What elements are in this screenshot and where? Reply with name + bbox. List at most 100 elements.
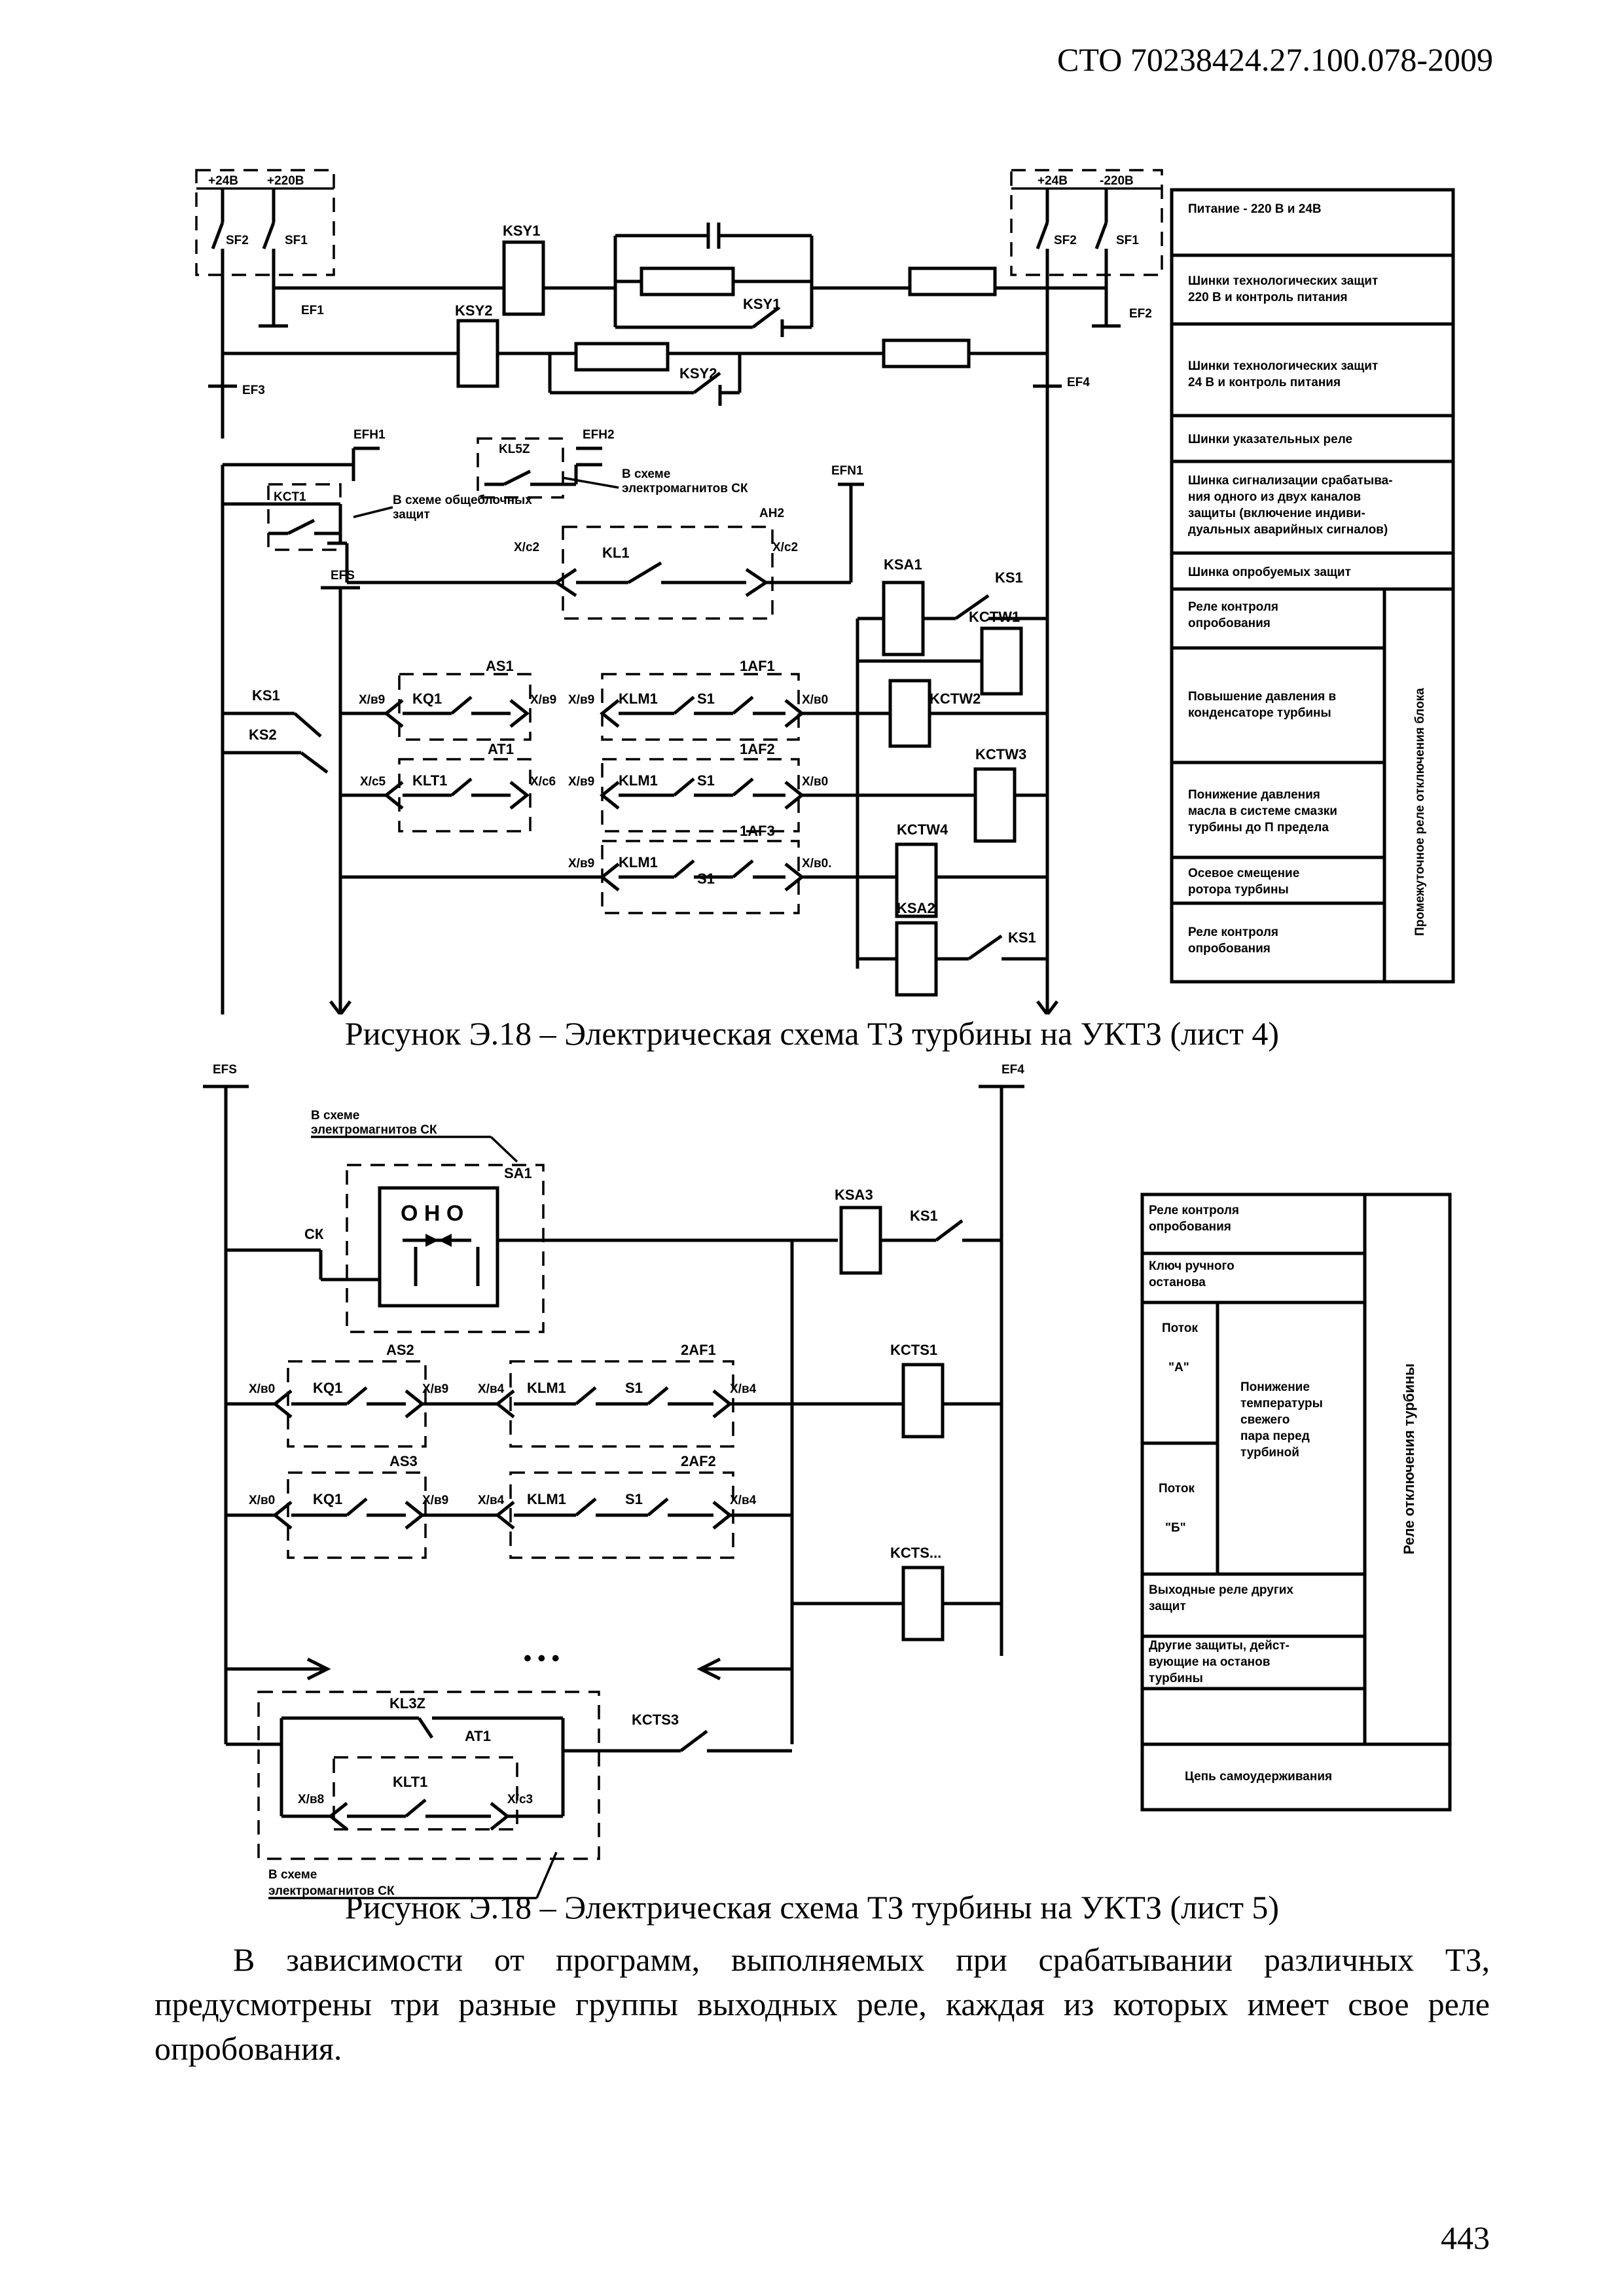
schematic-label: 1AF2 <box>740 741 775 757</box>
schematic-label: EFS <box>213 1063 237 1077</box>
schematic-sheet-4: +24В +220В SF2 SF1 EF1 +24В -220В SF2 SF… <box>195 169 1455 1014</box>
schematic-label: SF1 <box>285 234 308 247</box>
schematic-label: X/c5 <box>360 775 386 789</box>
schematic-label: +220В <box>267 174 304 188</box>
schematic-label: KSA3 <box>835 1187 873 1203</box>
schematic-label: X/в4 <box>478 1382 505 1396</box>
schematic-label: X/c2 <box>514 541 539 554</box>
schematic-label: 1AF3 <box>740 823 775 839</box>
schematic-label: KCTW1 <box>969 609 1020 625</box>
schematic-label: защит <box>1149 1600 1186 1613</box>
schematic-label: KSY1 <box>503 223 540 239</box>
schematic-label: Промежуточное реле отключения блока <box>1413 688 1427 936</box>
schematic-label: 24 В и контроль питания <box>1188 376 1341 389</box>
schematic-label: 1AF1 <box>740 658 775 674</box>
schematic-label: EF4 <box>1001 1063 1024 1077</box>
schematic-label: KLM1 <box>527 1491 566 1507</box>
schematic-label: останова <box>1149 1276 1206 1289</box>
schematic-label: AT1 <box>488 741 514 757</box>
schematic-label: X/c2 <box>772 541 798 554</box>
schematic-label: Ключ ручного <box>1149 1259 1235 1273</box>
schematic-label: KSY2 <box>455 302 492 319</box>
schematic-label: S1 <box>625 1491 643 1507</box>
schematic-label: KLM1 <box>619 691 658 707</box>
schematic-label: KS1 <box>1008 929 1036 946</box>
schematic-label: температуры <box>1240 1397 1323 1410</box>
schematic-label: KLM1 <box>619 772 658 789</box>
schematic-label: KQ1 <box>313 1380 342 1396</box>
schematic-label: опробования <box>1188 617 1271 630</box>
schematic-label: Другие защиты, дейст- <box>1149 1639 1290 1653</box>
schematic-label: X/в4 <box>730 1494 757 1507</box>
schematic-label: X/в9 <box>530 693 556 707</box>
schematic-label: турбины <box>1149 1672 1203 1685</box>
schematic-label: Понижение <box>1240 1380 1310 1394</box>
schematic-label: KQ1 <box>412 691 442 707</box>
schematic-label: KL3Z <box>389 1695 425 1712</box>
schematic-label: Питание - 220 В и 24В <box>1188 202 1322 216</box>
schematic-label: X/в0 <box>249 1494 275 1507</box>
schematic-label: турбиной <box>1240 1446 1299 1460</box>
schematic-label: S1 <box>625 1380 643 1396</box>
schematic-label: Поток <box>1159 1482 1195 1496</box>
schematic-label: SF2 <box>1054 234 1077 247</box>
schematic-label: SA1 <box>504 1165 532 1181</box>
schematic-label: Шинка опробуемых защит <box>1188 565 1351 579</box>
schematic-label: Реле контроля <box>1188 925 1278 939</box>
schematic-label: X/в9 <box>359 693 385 707</box>
schematic-label: Реле контроля <box>1188 600 1278 614</box>
schematic-label: SF2 <box>226 234 249 247</box>
schematic-label: Реле отключения турбины <box>1401 1363 1417 1554</box>
schematic-label: KCTS1 <box>890 1342 937 1358</box>
figure-caption-sheet-4: Рисунок Э.18 – Электрическая схема ТЗ ту… <box>344 1015 1280 1052</box>
schematic-label: Поток <box>1162 1321 1198 1335</box>
schematic-label: EF2 <box>1129 307 1152 321</box>
schematic-label: AH2 <box>759 507 784 520</box>
schematic-sheet-5: EFS EF4 В схеме электромагнитов СК SA1 О… <box>203 1063 1452 1899</box>
schematic-label: В схеме <box>268 1868 317 1882</box>
schematic-label: SF1 <box>1116 234 1139 247</box>
schematic-label: X/в9 <box>422 1382 448 1396</box>
schematic-label: Шинка сигнализации срабатыва- <box>1188 474 1393 488</box>
schematic-label: AS1 <box>486 658 514 674</box>
schematic-label: пара перед <box>1240 1429 1310 1443</box>
schematic-label: KCTW3 <box>975 746 1026 762</box>
schematic-label: KLM1 <box>619 854 658 870</box>
schematic-label: 220 В и контроль питания <box>1188 291 1348 304</box>
schematic-label: KLM1 <box>527 1380 566 1396</box>
schematic-label: X/в0 <box>802 693 828 707</box>
schematic-label: EF1 <box>301 304 324 317</box>
schematic-label: турбины до П предела <box>1188 821 1329 834</box>
schematic-label: KLT1 <box>412 772 447 789</box>
schematic-label: X/в0 <box>249 1382 275 1396</box>
schematic-label: X/в9 <box>568 775 594 789</box>
schematic-label: В схеме <box>622 467 670 481</box>
schematic-label: В схеме <box>311 1109 359 1122</box>
schematic-label: EF4 <box>1067 376 1090 389</box>
schematic-label: KQ1 <box>313 1491 342 1507</box>
schematic-label: AS3 <box>389 1453 418 1469</box>
schematic-label: дуальных аварийных сигналов) <box>1188 523 1388 537</box>
schematic-label: 2AF2 <box>681 1453 716 1469</box>
schematic-label: EF3 <box>242 384 265 397</box>
schematic-label: EFH1 <box>353 428 386 442</box>
schematic-label: Шинки технологических защит <box>1188 274 1378 288</box>
schematic-label: AS2 <box>386 1342 414 1358</box>
schematic-label: Шинки технологических защит <box>1188 359 1378 373</box>
schematic-label: X/в4 <box>730 1382 757 1396</box>
schematic-label: +24В <box>208 174 238 188</box>
schematic-label: ния одного из двух каналов <box>1188 490 1361 504</box>
body-paragraph: В зависимости от программ, выполняемых п… <box>154 1941 1490 2067</box>
schematic-label: KLT1 <box>393 1774 427 1790</box>
table-sheet-5: Реле контроля опробования Ключ ручного о… <box>1140 1193 1452 1812</box>
schematic-label: X/c3 <box>507 1793 533 1806</box>
schematic-label: X/в9 <box>568 693 594 707</box>
table-sheet-4: Питание - 220 В и 24В Шинки технологичес… <box>1170 188 1455 984</box>
schematic-label: X/в9 <box>422 1494 448 1507</box>
schematic-label: +24В <box>1038 174 1068 188</box>
schematic-label: Осевое смещение <box>1188 867 1299 880</box>
schematic-label: KSY2 <box>679 365 717 382</box>
schematic-label: KSA1 <box>884 556 922 573</box>
schematic-label: Понижение давления <box>1188 788 1320 802</box>
schematic-label: X/в0. <box>802 857 831 870</box>
